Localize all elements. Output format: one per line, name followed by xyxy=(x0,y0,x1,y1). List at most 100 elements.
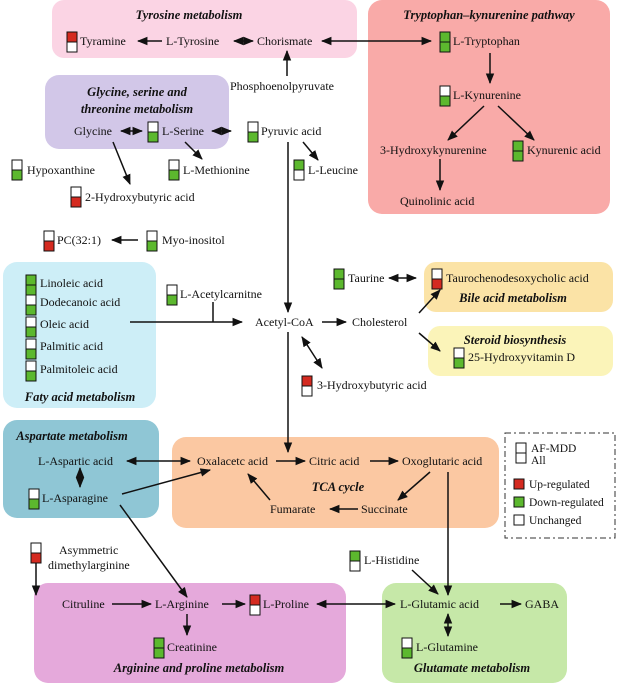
label-cholesterol: Cholesterol xyxy=(352,315,408,329)
legend-up-swatch xyxy=(513,478,525,490)
label-l-methionine: L-Methionine xyxy=(183,163,250,177)
legend-unchanged-swatch xyxy=(513,514,525,526)
label-l-glutamic: L-Glutamic acid xyxy=(400,597,479,611)
label-citric: Citric acid xyxy=(309,454,359,468)
label-linoleic: Linoleic acid xyxy=(40,276,103,290)
label-l-tryptophan: L-Tryptophan xyxy=(453,34,520,48)
label-l-serine: L-Serine xyxy=(162,124,204,138)
label-hypoxanthine: Hypoxanthine xyxy=(27,163,95,177)
label-phosphoenolpyruvate: Phosphoenolpyruvate xyxy=(230,79,334,93)
legend: AF-MDD All Up-regulated Down-regulated U… xyxy=(504,432,616,539)
status-hypoxanthine xyxy=(11,159,23,181)
arginine-title: Arginine and proline metabolism xyxy=(113,661,285,675)
arrow-kynurenine-to-kynurenic xyxy=(497,105,535,141)
label-taurochenodeoxycholic: Taurochenodesoxycholic acid xyxy=(446,271,589,285)
label-citruline: Citruline xyxy=(62,597,105,611)
legend-af-mdd-label: AF-MDD xyxy=(531,443,576,455)
status-l-acetylcarnitine xyxy=(166,284,178,306)
arrow-glycine-to-2hydroxybutyric xyxy=(112,141,131,185)
bile-acid-title: Bile acid metabolism xyxy=(458,291,567,305)
label-palmitoleic: Palmitoleic acid xyxy=(40,362,118,376)
status-adma xyxy=(30,542,42,564)
status-pyruvic-acid xyxy=(247,121,259,143)
arrow-asparagine-to-oxalacetc xyxy=(121,468,212,495)
tryptophan-title: Tryptophan–kynurenine pathway xyxy=(403,8,575,22)
status-l-leucine xyxy=(293,159,305,181)
label-oxoglutaric: Oxoglutaric acid xyxy=(402,454,482,468)
arrow-acetylcoa-3hydroxybutyric xyxy=(301,336,323,369)
legend-down-label: Down-regulated xyxy=(529,497,604,509)
status-tyramine xyxy=(66,31,78,53)
label-l-aspartic: L-Aspartic acid xyxy=(38,454,113,468)
label-l-kynurenine: L-Kynurenine xyxy=(453,88,521,102)
status-3-hydroxybutyric xyxy=(301,375,313,397)
status-palmitoleic xyxy=(25,360,37,382)
status-myo-inositol xyxy=(146,230,158,252)
glutamate-title: Glutamate metabolism xyxy=(414,661,531,675)
tca-region xyxy=(172,437,499,528)
status-l-kynurenine xyxy=(439,85,451,107)
arrow-cholesterol-to-taurocheno xyxy=(418,289,441,314)
arrow-oxoglutaric-to-succinate xyxy=(397,471,431,501)
legend-all-swatch xyxy=(515,452,527,464)
label-succinate: Succinate xyxy=(361,502,408,516)
legend-frame xyxy=(504,432,616,539)
label-creatinine: Creatinine xyxy=(167,640,217,654)
fatty-acid-title: Faty acid metabolism xyxy=(24,390,136,404)
label-kynurenic-acid: Kynurenic acid xyxy=(527,143,601,157)
status-palmitic xyxy=(25,338,37,360)
tyrosine-region xyxy=(52,0,357,58)
label-pc: PC(32:1) xyxy=(57,233,101,247)
status-dodecanoic xyxy=(25,294,37,316)
steroid-title: Steroid biosynthesis xyxy=(464,333,567,347)
label-l-acetylcarnitine: L-Acetylcarnitne xyxy=(180,287,262,301)
label-pyruvic-acid: Pyruvic acid xyxy=(261,124,321,138)
status-oleic xyxy=(25,316,37,338)
label-gaba: GABA xyxy=(525,597,559,611)
label-acetyl-coa: Acetyl-CoA xyxy=(255,315,314,329)
glycine-region xyxy=(45,75,229,149)
status-l-proline xyxy=(249,594,261,616)
arrow-asparagine-to-arginine xyxy=(119,504,188,598)
label-myo-inositol: Myo-inositol xyxy=(162,233,225,247)
status-l-tryptophan xyxy=(439,31,451,53)
label-hydroxyvitamin-d: 25-Hydroxyvitamin D xyxy=(468,350,575,364)
status-taurine xyxy=(333,268,345,290)
status-l-asparagine xyxy=(28,488,40,510)
label-l-tyrosine: L-Tyrosine xyxy=(166,34,219,48)
label-taurine: Taurine xyxy=(348,271,384,285)
label-fumarate: Fumarate xyxy=(270,502,315,516)
legend-up-label: Up-regulated xyxy=(529,479,590,491)
status-creatinine xyxy=(153,637,165,659)
label-oleic: Oleic acid xyxy=(40,317,89,331)
fatty-acid-region xyxy=(3,262,156,408)
label-tyramine: Tyramine xyxy=(80,34,126,48)
steroid-region xyxy=(428,326,613,376)
arrow-serine-to-methionine xyxy=(184,141,203,160)
label-3-hydroxybutyric: 3-Hydroxybutyric acid xyxy=(317,378,427,392)
tyrosine-title: Tyrosine metabolism xyxy=(136,8,243,22)
status-kynurenic-acid xyxy=(512,140,524,162)
arrow-kynurenine-to-hydroxykynurenine xyxy=(447,105,485,141)
label-palmitic: Palmitic acid xyxy=(40,339,103,353)
label-2-hydroxybutyric: 2-Hydroxybutyric acid xyxy=(85,190,195,204)
status-2-hydroxybutyric xyxy=(70,186,82,208)
status-hydroxyvitamin-d xyxy=(453,347,465,369)
bile-acid-region xyxy=(424,262,613,312)
glycine-title-2: threonine metabolism xyxy=(81,102,193,116)
label-l-histidine: L-Histidine xyxy=(364,553,419,567)
legend-all-label: All xyxy=(531,455,546,467)
label-l-proline: L-Proline xyxy=(263,597,309,611)
status-l-histidine xyxy=(349,550,361,572)
status-linoleic xyxy=(25,274,37,296)
arrow-histidine-to-glutamic xyxy=(411,569,439,595)
aspartate-title: Aspartate metabolism xyxy=(15,429,128,443)
status-pc xyxy=(43,230,55,252)
label-l-glutamine: L-Glutamine xyxy=(416,640,478,654)
label-dodecanoic: Dodecanoic acid xyxy=(40,295,120,309)
label-adma-1: Asymmetric xyxy=(59,543,118,557)
label-adma-2: dimethylarginine xyxy=(48,558,130,572)
label-l-arginine: L-Arginine xyxy=(155,597,209,611)
arrow-pyruvic-to-leucine xyxy=(302,141,319,161)
